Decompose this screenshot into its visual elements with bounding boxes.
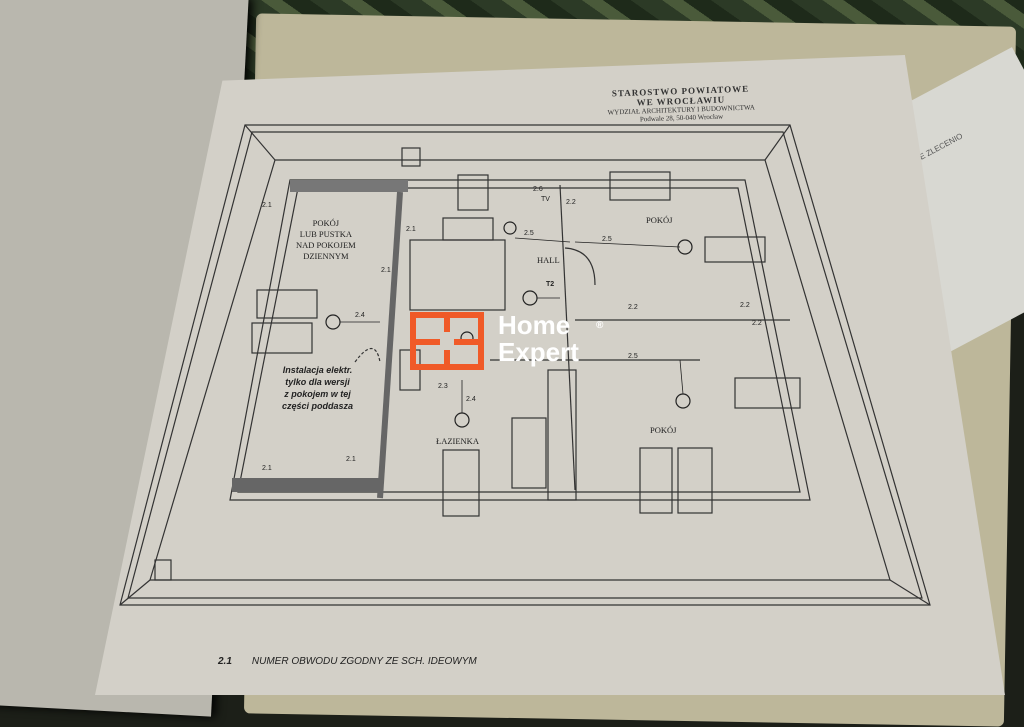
- legend-footer: 2.1 NUMER OBWODU ZGODNY ZE SCH. IDEOWYM: [218, 656, 477, 667]
- office-stamp: STAROSTWO POWIATOWE WE WROCŁAWIU WYDZIAŁ…: [595, 83, 766, 125]
- logo-line-2: Expert: [498, 337, 579, 367]
- floor-plan: [119, 124, 931, 606]
- circuit-label: 2.4: [466, 396, 476, 403]
- room-label-bathroom: ŁAZIENKA: [436, 436, 479, 446]
- logo-line-1: Home: [498, 310, 571, 340]
- circuit-label: 2.1: [262, 465, 272, 472]
- plan-sheet: [95, 55, 1005, 695]
- circuit-label: 2.2: [752, 320, 762, 327]
- circuit-label: 2.2: [566, 199, 576, 206]
- circuit-label: 2.2: [628, 304, 638, 311]
- installation-note: Instalacja elektr. tylko dla wersji z po…: [282, 365, 354, 411]
- circuit-label: 2.3: [438, 383, 448, 390]
- circuit-label: TV: [541, 196, 550, 203]
- circuit-label: 2.6: [533, 186, 543, 193]
- legend-text: NUMER OBWODU ZGODNY ZE SCH. IDEOWYM: [251, 656, 477, 667]
- room-label-left: POKÓJ LUB PUSTKA NAD POKOJEM DZIENNYM: [296, 218, 356, 261]
- circuit-label: 2.5: [524, 230, 534, 237]
- legend-code: 2.1: [218, 656, 232, 667]
- circuit-label: 2.1: [406, 226, 416, 233]
- room-label-hall: HALL: [537, 255, 560, 265]
- circuit-label: 2.1: [262, 202, 272, 209]
- circuit-label: 2.5: [628, 353, 638, 360]
- room-label-bottom-right: POKÓJ: [650, 425, 677, 435]
- circuit-label: 2.1: [381, 267, 391, 274]
- logo-registered-mark: ®: [596, 320, 604, 331]
- home-expert-logo: Home Expert ®: [498, 310, 603, 367]
- circuit-label: 2.1: [346, 456, 356, 463]
- room-label-top-right: POKÓJ: [646, 215, 673, 225]
- circuit-label: 2.5: [602, 236, 612, 243]
- circuit-label: T2: [546, 281, 555, 288]
- circuit-label: 2.4: [355, 312, 365, 319]
- home-expert-logo-icon: [410, 312, 484, 370]
- circuit-label: 2.2: [740, 302, 750, 309]
